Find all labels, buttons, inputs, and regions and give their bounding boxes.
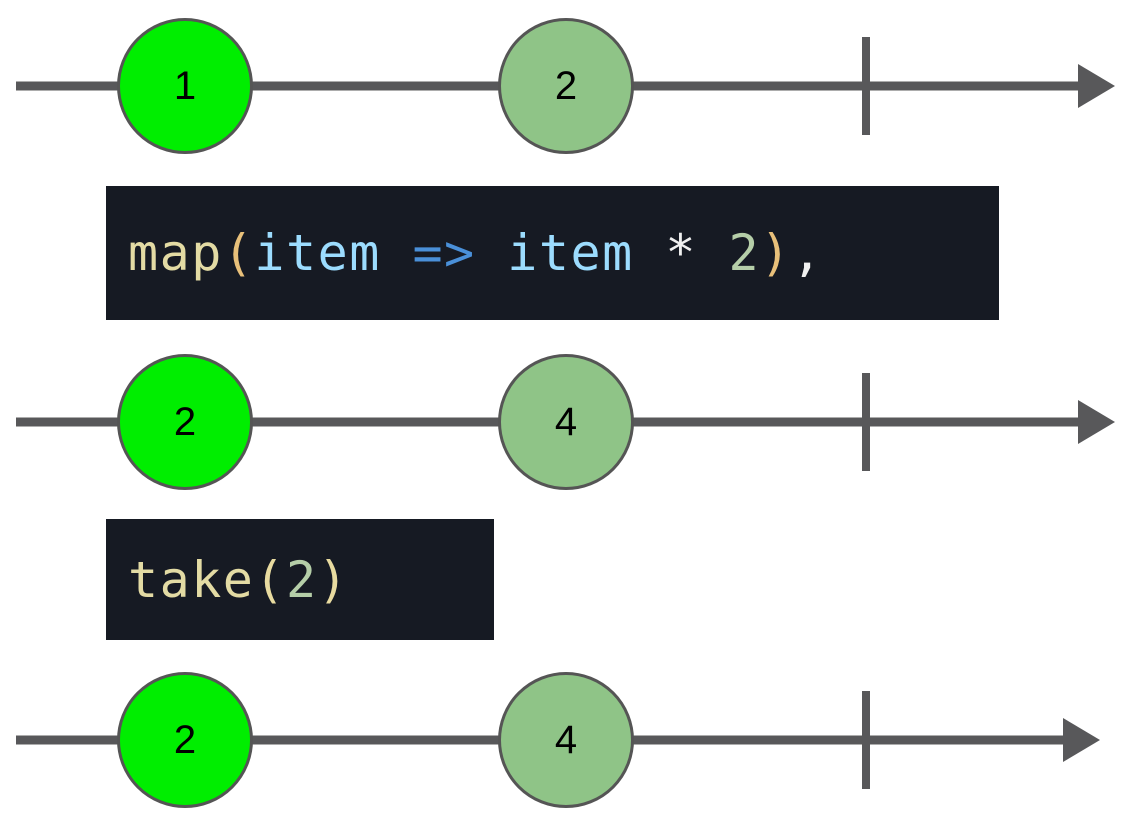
code-token: * xyxy=(665,224,697,282)
marble-label: 1 xyxy=(173,64,197,108)
code-token: 2 xyxy=(728,224,761,282)
marble-1[interactable]: 1 xyxy=(117,18,253,154)
code-token: map xyxy=(128,224,223,282)
code-token xyxy=(476,224,508,282)
marble-2[interactable]: 2 xyxy=(498,18,634,154)
code-text: map(item => item * 2), xyxy=(106,228,823,278)
marble-2[interactable]: 2 xyxy=(117,354,253,490)
code-token: ) xyxy=(760,224,792,282)
timeline-arrowhead-icon xyxy=(1078,400,1115,444)
marble-label: 4 xyxy=(554,718,578,762)
code-text: take(2) xyxy=(106,555,349,605)
code-token: take xyxy=(128,550,255,609)
marble-label: 2 xyxy=(173,400,197,444)
marble-label: 2 xyxy=(554,64,578,108)
code-token: ) xyxy=(317,550,350,609)
map-operator-code: map(item => item * 2), xyxy=(106,186,999,320)
marble-4[interactable]: 4 xyxy=(498,354,634,490)
marble-label: 4 xyxy=(554,400,578,444)
code-token: item xyxy=(507,224,634,282)
code-token: 2 xyxy=(286,550,318,609)
code-token xyxy=(634,224,666,282)
marble-4[interactable]: 4 xyxy=(498,672,634,808)
marble-2[interactable]: 2 xyxy=(117,672,253,808)
code-token: ( xyxy=(222,224,255,282)
code-token: => xyxy=(412,224,476,282)
code-token: item xyxy=(254,224,381,282)
marble-label: 2 xyxy=(173,718,197,762)
timeline-arrowhead-icon xyxy=(1063,718,1100,762)
code-token: , xyxy=(791,224,824,282)
code-token: ( xyxy=(254,550,287,609)
code-token xyxy=(381,224,413,282)
code-token xyxy=(697,224,729,282)
take-operator-code: take(2) xyxy=(106,519,494,640)
timeline-arrowhead-icon xyxy=(1078,64,1115,108)
